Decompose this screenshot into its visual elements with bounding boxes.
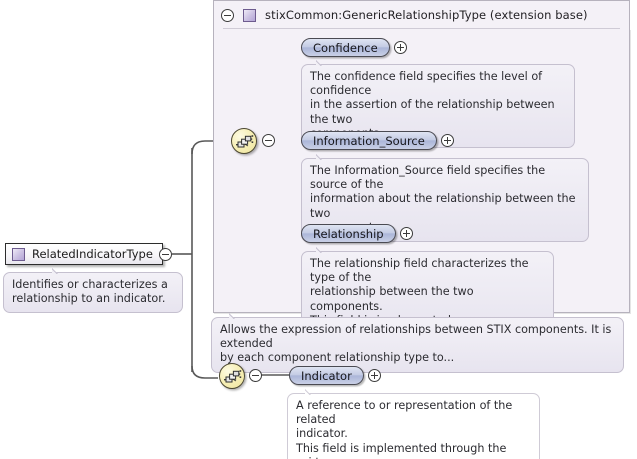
- element-information-source[interactable]: Information_Source: [301, 131, 454, 150]
- element-pill[interactable]: Indicator: [289, 366, 364, 385]
- type-node-related-indicator-type[interactable]: RelatedIndicatorType: [5, 243, 163, 265]
- sequence-glyph: [236, 135, 254, 148]
- bubble-pointer: [316, 153, 329, 160]
- element-label: Confidence: [313, 40, 378, 55]
- type-node-label: RelatedIndicatorType: [32, 247, 153, 261]
- complex-type-square-icon: [12, 247, 25, 261]
- annotation-text: A reference to or representation of the …: [296, 399, 513, 459]
- bubble-pointer: [305, 388, 318, 395]
- element-relationship[interactable]: Relationship: [301, 224, 413, 243]
- element-expand-toggle[interactable]: [399, 227, 413, 240]
- complex-type-square-icon: [243, 8, 256, 22]
- annotation-extension-base: Allows the expression of relationships b…: [211, 317, 624, 373]
- extension-base-header-rule: [223, 28, 620, 29]
- sequence-collapse-toggle[interactable]: [249, 369, 262, 382]
- element-expand-toggle[interactable]: [440, 134, 454, 147]
- element-label: Information_Source: [313, 133, 425, 148]
- element-expand-toggle[interactable]: [367, 369, 381, 382]
- extension-base-collapse-toggle[interactable]: [221, 8, 234, 22]
- bubble-pointer: [316, 246, 329, 253]
- element-expand-toggle[interactable]: [393, 41, 407, 54]
- element-pill[interactable]: Information_Source: [301, 131, 437, 150]
- element-pill[interactable]: Relationship: [301, 224, 396, 243]
- element-label: Relationship: [313, 226, 384, 241]
- extension-base-title: stixCommon:GenericRelationshipType (exte…: [265, 8, 588, 22]
- sequence-icon[interactable]: [219, 363, 245, 389]
- sequence-glyph: [224, 370, 242, 383]
- element-pill[interactable]: Confidence: [301, 38, 390, 57]
- bubble-pointer: [229, 312, 242, 319]
- sequence-icon[interactable]: [231, 128, 257, 154]
- annotation-indicator: A reference to or representation of the …: [287, 393, 540, 459]
- element-indicator[interactable]: Indicator: [289, 366, 381, 385]
- sequence-collapse-toggle[interactable]: [262, 134, 275, 147]
- annotation-text: Allows the expression of relationships b…: [220, 323, 612, 365]
- annotation-text: Identifies or characterizes a relationsh…: [12, 278, 168, 306]
- element-label: Indicator: [301, 368, 352, 383]
- annotation-related-indicator-type: Identifies or characterizes a relationsh…: [3, 272, 183, 314]
- extension-base-header: stixCommon:GenericRelationshipType (exte…: [213, 0, 630, 29]
- bubble-pointer: [316, 59, 329, 66]
- type-node-collapse-toggle[interactable]: [159, 248, 172, 261]
- element-confidence[interactable]: Confidence: [301, 38, 407, 57]
- bubble-pointer: [52, 267, 65, 274]
